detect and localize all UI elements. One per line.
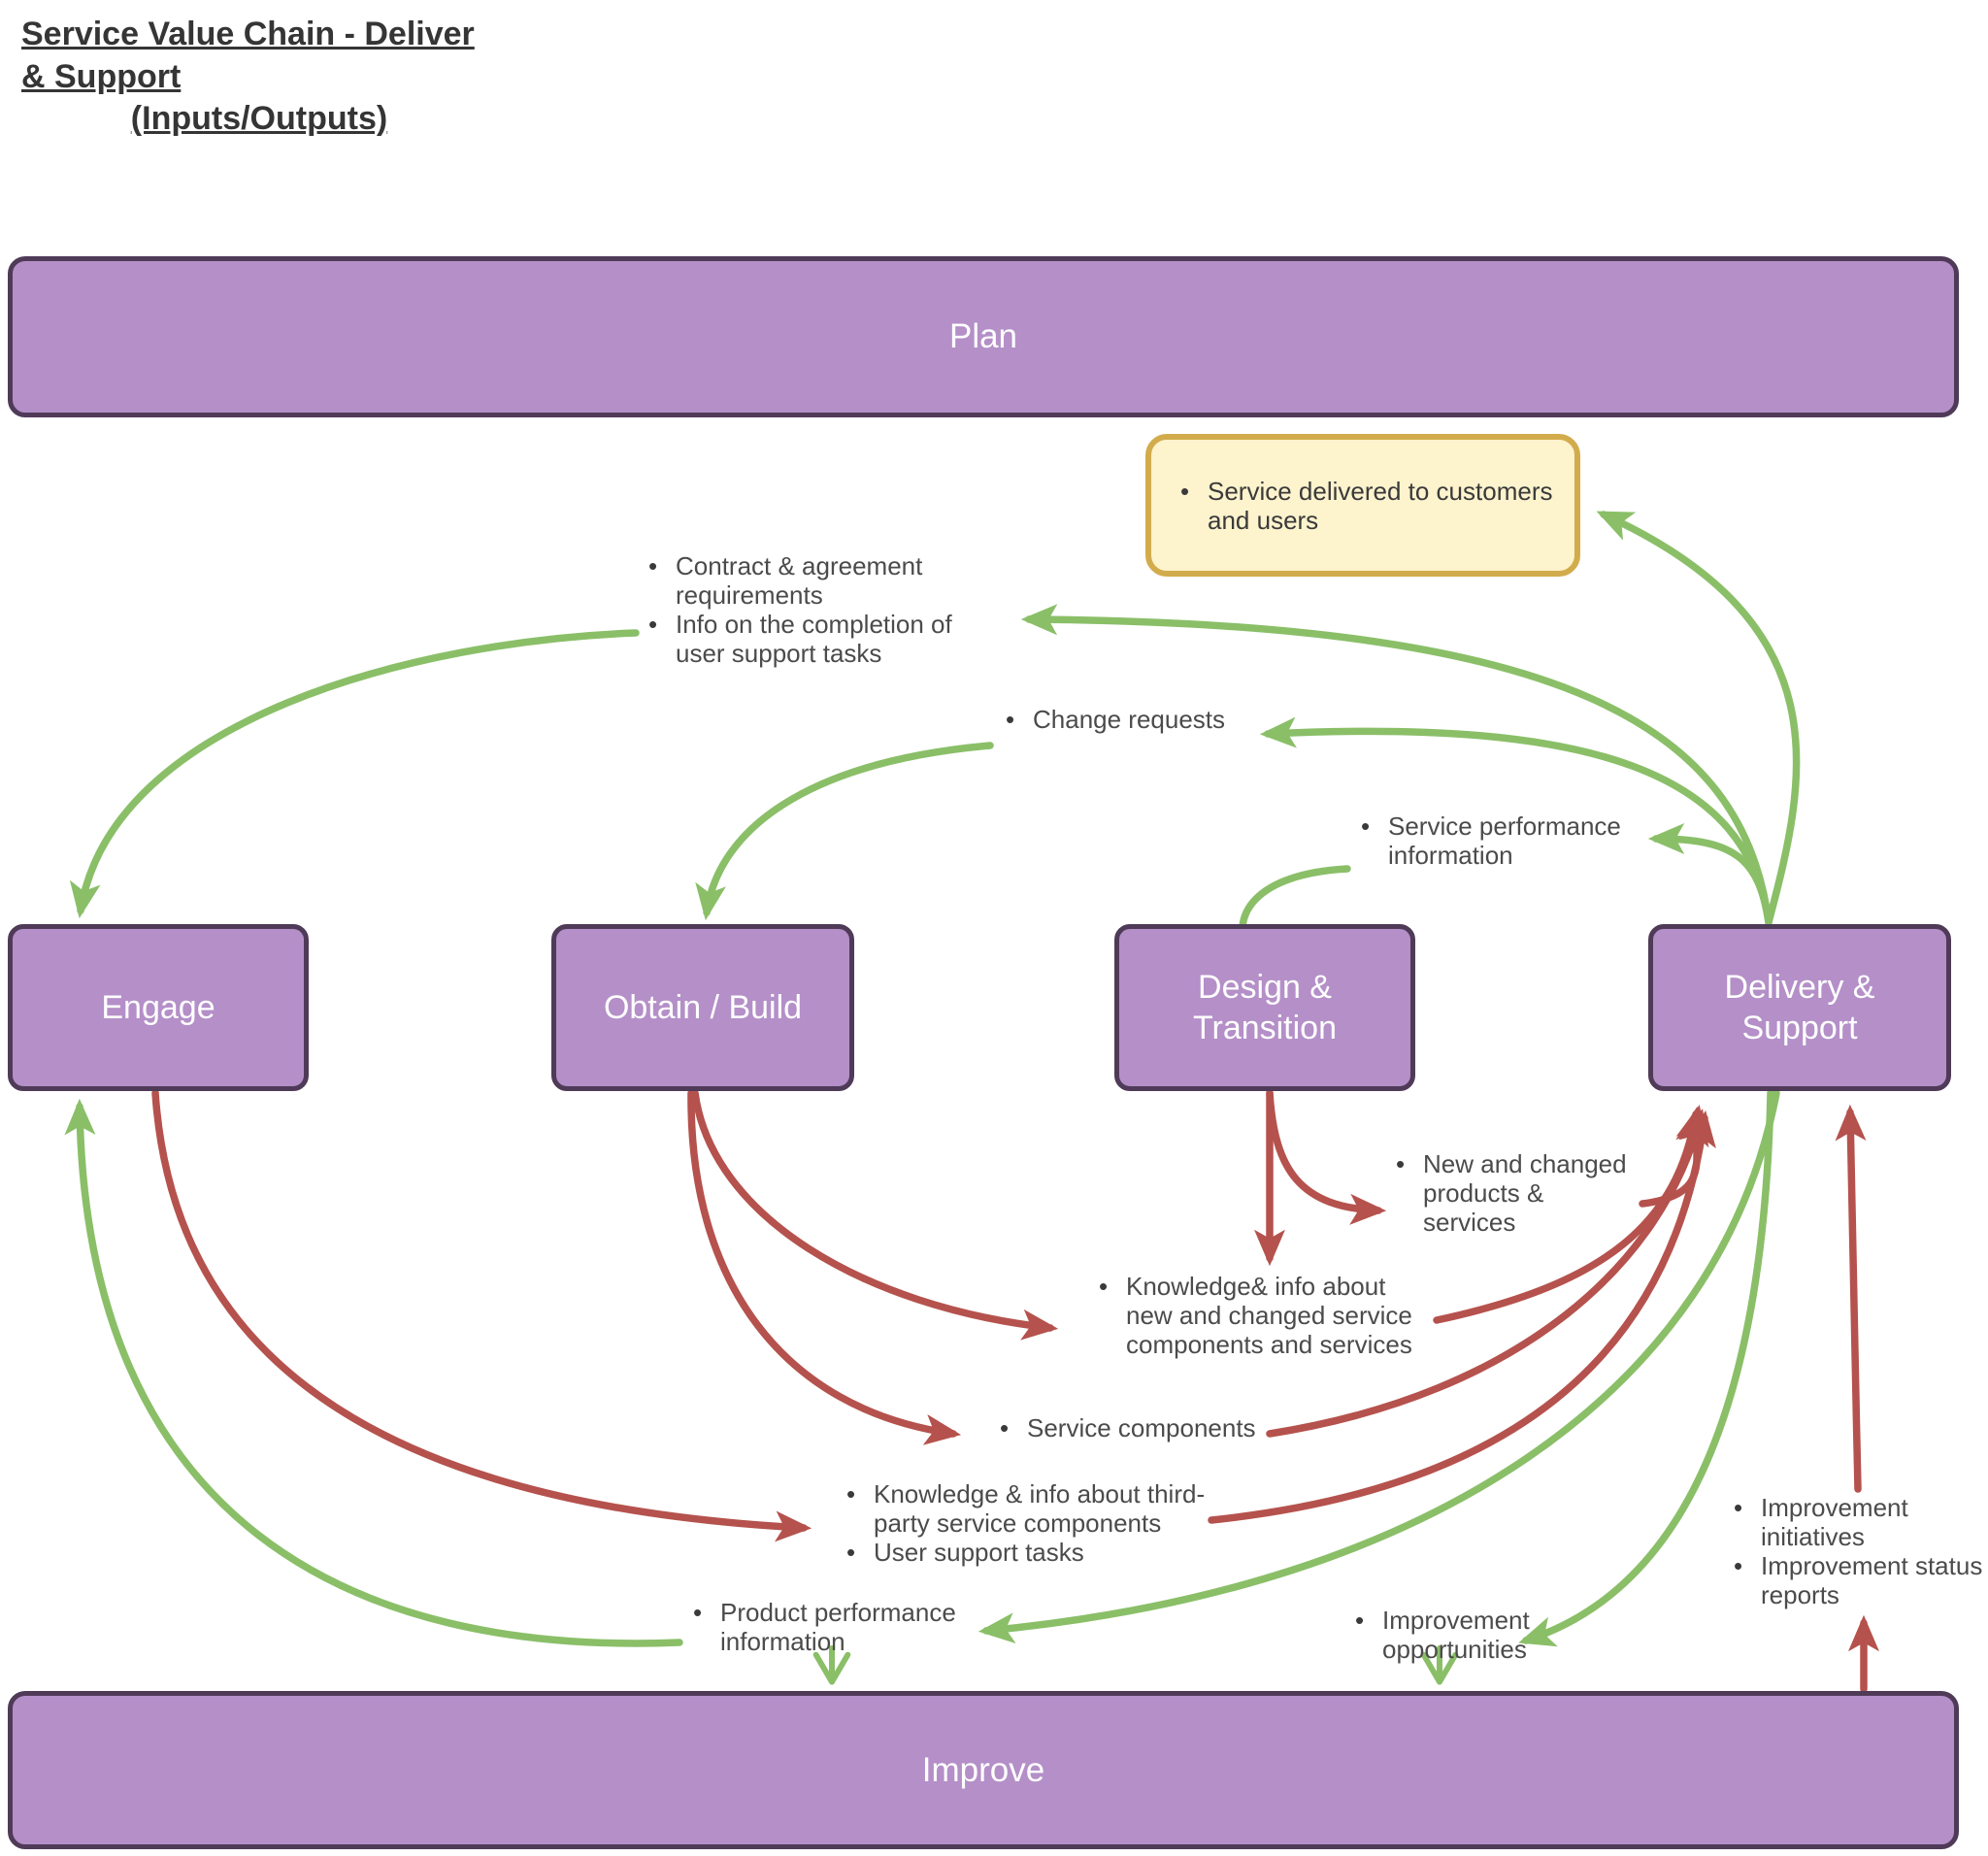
- note-third-party-components: Knowledge & info about third-party servi…: [839, 1479, 1222, 1567]
- arrow-delivery-to-change-requests: [1259, 716, 1773, 926]
- arrow-design-to-new-products: [1266, 1089, 1387, 1225]
- note-contract-requirements: Contract & agreement requirements Info o…: [641, 551, 976, 668]
- page-title: Service Value Chain - Deliver & Support …: [21, 14, 497, 141]
- arrow-contract-to-engage: [69, 629, 640, 919]
- box-engage: Engage: [8, 924, 309, 1091]
- arrow-change-requests-to-obtain-build: [695, 742, 994, 921]
- note-service-delivered: Service delivered to customers and users: [1145, 434, 1580, 577]
- arrow-improvement-reports-to-delivery: [1835, 1104, 1867, 1493]
- arrow-product-performance-to-engage: [64, 1098, 683, 1647]
- arrow-third-party-to-delivery: [1208, 1110, 1716, 1524]
- note-improvement-opportunities: Improvement opportunities: [1347, 1606, 1600, 1664]
- note-improvement-initiatives-item-1: Improvement initiatives: [1726, 1493, 1986, 1551]
- arrow-delivery-to-contract: [1020, 604, 1773, 926]
- box-design-transition: Design & Transition: [1114, 924, 1415, 1091]
- note-service-delivered-item: Service delivered to customers and users: [1173, 477, 1553, 535]
- box-engage-label: Engage: [101, 988, 215, 1026]
- arrow-service-components-to-delivery: [1266, 1109, 1709, 1438]
- improve-bar-label: Improve: [921, 1750, 1045, 1789]
- page-title-line1: Service Value Chain - Deliver & Support: [21, 16, 475, 95]
- page-title-line2: (Inputs/Outputs): [130, 100, 388, 138]
- note-change-requests: Change requests: [998, 705, 1289, 734]
- note-change-requests-item: Change requests: [998, 705, 1289, 734]
- improve-bar: Improve: [8, 1691, 1959, 1849]
- note-service-components: Service components: [992, 1413, 1312, 1442]
- plan-bar-label: Plan: [948, 317, 1018, 355]
- box-design-transition-label: Design & Transition: [1192, 968, 1338, 1047]
- note-improvement-initiatives: Improvement initiatives Improvement stat…: [1726, 1493, 1986, 1609]
- arrow-obtain-to-service-components: [687, 1089, 962, 1445]
- note-new-changed-products: New and changed products & services: [1388, 1149, 1631, 1237]
- note-third-party-item-2: User support tasks: [839, 1538, 1222, 1567]
- arrow-engage-to-third-party: [151, 1089, 812, 1542]
- note-knowledge-new-changed-item: Knowledge& info about new and changed se…: [1091, 1272, 1426, 1359]
- box-obtain-build: Obtain / Build: [551, 924, 854, 1091]
- note-third-party-item-1: Knowledge & info about third-party servi…: [839, 1479, 1222, 1538]
- note-contract-item-2: Info on the completion of user support t…: [641, 610, 976, 668]
- box-delivery-support-label: Delivery & Support: [1724, 968, 1875, 1047]
- note-service-performance: Service performance information: [1353, 812, 1630, 870]
- note-new-changed-products-item: New and changed products & services: [1388, 1149, 1631, 1237]
- box-delivery-support: Delivery & Support: [1648, 924, 1951, 1091]
- note-improvement-initiatives-item-2: Improvement status reports: [1726, 1551, 1986, 1609]
- plan-bar: Plan: [8, 256, 1959, 417]
- note-knowledge-new-changed: Knowledge& info about new and changed se…: [1091, 1272, 1426, 1359]
- note-contract-item-1: Contract & agreement requirements: [641, 551, 976, 610]
- note-service-components-item: Service components: [992, 1413, 1312, 1442]
- note-product-performance-item: Product performance information: [685, 1598, 967, 1656]
- arrow-delivery-to-service-delivered: [1596, 511, 1801, 926]
- arrow-obtain-to-knowledge-new: [691, 1089, 1059, 1341]
- box-obtain-build-label: Obtain / Build: [603, 988, 803, 1026]
- note-product-performance: Product performance information: [685, 1598, 967, 1656]
- arrow-delivery-to-product-performance: [977, 1089, 1780, 1644]
- note-improvement-opportunities-item: Improvement opportunities: [1347, 1606, 1600, 1664]
- note-service-performance-item: Service performance information: [1353, 812, 1630, 870]
